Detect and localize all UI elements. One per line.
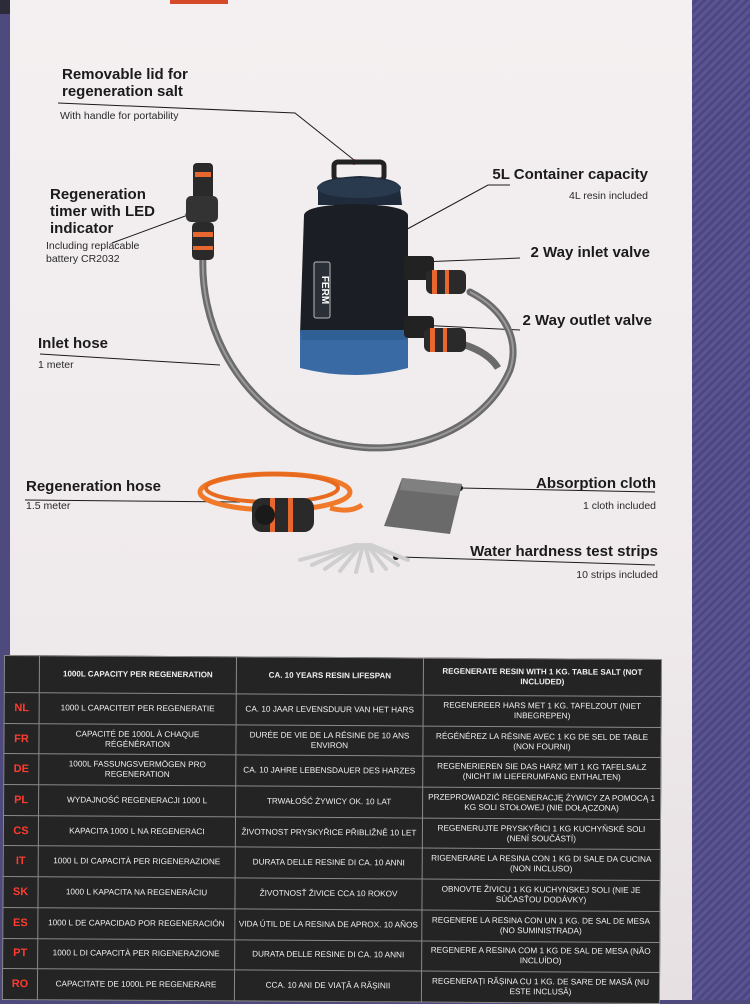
language-feature-table: 1000L CAPACITY PER REGENERATION CA. 10 Y… xyxy=(1,655,662,1004)
lifespan-cell: CA. 10 JAAR LEVENSDUUR VAN HET HARS xyxy=(236,693,424,726)
regenerate-cell: RIGENERARE LA RESINA CON 1 KG DI SALE DA… xyxy=(422,848,661,881)
purple-mat-background xyxy=(690,0,750,1000)
regenerate-cell: REGENEREER HARS MET 1 KG. TAFELZOUT (NIE… xyxy=(423,695,662,728)
capacity-cell: 1000L FASSUNGSVERMÖGEN PRO REGENERATION xyxy=(38,754,236,786)
softener-container xyxy=(300,159,408,375)
table-header-capacity: 1000L CAPACITY PER REGENERATION xyxy=(39,655,237,694)
table-row: IT 1000 L DI CAPACITÀ PER RIGENERAZIONE … xyxy=(3,845,661,881)
table-header-regenerate: REGENERATE RESIN WITH 1 KG. TABLE SALT (… xyxy=(423,658,662,697)
lang-code: CS xyxy=(3,815,39,847)
outlet-valve-label: 2 Way outlet valve xyxy=(522,312,653,329)
regenerate-cell: REGENERIEREN SIE DAS HARZ MIT 1 KG TAFEL… xyxy=(422,756,661,789)
regeneration-hose-label: Regeneration hose xyxy=(26,478,162,495)
container-sublabel: 4L resin included xyxy=(569,190,648,202)
callout-lines xyxy=(24,102,656,566)
lifespan-cell: CCA. 10 ANI DE VIAȚĂ A RĂȘINII xyxy=(234,970,422,1003)
lifespan-cell: ŽIVOTNOSŤ ŽIVICE CCA 10 ROKOV xyxy=(234,878,423,910)
lid-sublabel: With handle for portability xyxy=(60,110,179,122)
lifespan-cell: DURATA DELLE RESINE DI CA. 10 ANNI xyxy=(235,847,423,880)
test-strips-label: Water hardness test strips xyxy=(470,543,658,560)
lang-code: IT xyxy=(3,845,39,877)
capacity-cell: 1000 L CAPACITEIT PER REGENERATIE xyxy=(39,692,237,725)
regenerate-cell: REGENERE LA RESINA CON UN 1 KG. DE SAL D… xyxy=(421,909,660,943)
table-header-lang xyxy=(4,655,40,693)
lang-code: RO xyxy=(2,968,38,1000)
table-row: SK 1000 L KAPACITA NA REGENERÁCIU ŽIVOTN… xyxy=(2,876,661,912)
capacity-cell: 1000 L DI CAPACITÀ PER RIGENERAZIONE xyxy=(38,846,236,879)
capacity-cell: 1000 L DI CAPACITÀ PER RIGENERAZIONE xyxy=(37,938,235,971)
table-row: FR CAPACITÉ DE 1000L À CHAQUE RÉGÉNÉRATI… xyxy=(3,723,662,758)
outlet-hose xyxy=(463,341,502,370)
capacity-cell: 1000 L DE CAPACIDAD POR REGENERACIÓN xyxy=(37,907,235,940)
absorption-cloth-label: Absorption cloth xyxy=(536,475,656,492)
lang-code: SK xyxy=(2,876,39,908)
capacity-cell: KAPACITA 1000 L NA REGENERACI xyxy=(38,815,236,848)
table-row: DE 1000L FASSUNGSVERMÖGEN PRO REGENERATI… xyxy=(3,753,661,789)
test-strips-sublabel: 10 strips included xyxy=(576,569,658,581)
capacity-cell: WYDAJNOŚĆ REGENERACJI 1000 L xyxy=(38,784,236,817)
lifespan-cell: DURATA DELLE RESINE DI CA. 10 ANNI xyxy=(234,939,422,972)
inlet-hose-label: Inlet hose xyxy=(38,335,109,352)
capacity-cell: CAPACITATE DE 1000L PE REGENERARE xyxy=(37,968,235,1001)
inlet-hose-highlight xyxy=(201,254,515,449)
lang-code: PT xyxy=(2,937,38,969)
lifespan-cell: VIDA ÚTIL DE LA RESINA DE APROX. 10 AÑOS xyxy=(234,908,422,941)
lifespan-cell: CA. 10 JAHRE LEBENSDAUER DES HARZES xyxy=(235,755,423,788)
capacity-cell: CAPACITÉ DE 1000L À CHAQUE RÉGÉNÉRATION xyxy=(38,723,237,756)
table-header-row: 1000L CAPACITY PER REGENERATION CA. 10 Y… xyxy=(4,655,662,697)
timer-label: Regeneration timer with LED indicator xyxy=(50,186,156,237)
lifespan-cell: TRWAŁOŚĆ ŻYWICY OK. 10 LAT xyxy=(235,785,423,818)
regeneration-hose-sublabel: 1.5 meter xyxy=(26,500,71,512)
lang-code: ES xyxy=(2,907,38,939)
lang-code: NL xyxy=(4,692,40,724)
timer-sublabel: Including replacable battery CR2032 xyxy=(46,240,140,265)
container-label: 5L Container capacity xyxy=(492,166,648,183)
lang-code: FR xyxy=(3,723,40,755)
lifespan-cell: DURÉE DE VIE DE LA RÉSINE DE 10 ANS ENVI… xyxy=(235,724,424,757)
regenerate-cell: RÉGÉNÉREZ LA RÉSINE AVEC 1 KG DE SEL DE … xyxy=(422,725,662,758)
capacity-cell: 1000 L KAPACITA NA REGENERÁCIU xyxy=(37,876,236,909)
lang-code: DE xyxy=(3,753,39,785)
table-row: RO CAPACITATE DE 1000L PE REGENERARE CCA… xyxy=(2,968,660,1004)
table-row: CS KAPACITA 1000 L NA REGENERACI ŽIVOTNO… xyxy=(3,815,661,850)
inlet-hose-sublabel: 1 meter xyxy=(38,359,74,371)
test-strips xyxy=(298,543,410,574)
table-header-lifespan: CA. 10 YEARS RESIN LIFESPAN xyxy=(236,656,424,696)
table-row: NL 1000 L CAPACITEIT PER REGENERATIE CA.… xyxy=(4,692,662,728)
table-row: ES 1000 L DE CAPACIDAD POR REGENERACIÓN … xyxy=(2,907,660,943)
regeneration-hose xyxy=(197,471,364,532)
product-brand-logo: FERM xyxy=(319,276,330,304)
outlet-valve xyxy=(404,316,466,352)
regenerate-cell: PRZEPROWADZIĆ REGENERACJĘ ŻYWICY ZA POMO… xyxy=(422,787,661,820)
regenerate-cell: OBNOVTE ŽIVICU 1 KG KUCHYNSKEJ SOLI (NIE… xyxy=(421,879,661,912)
lifespan-cell: ŽIVOTNOST PRYSKYŘICE PŘIBLIŽNĚ 10 LET xyxy=(235,816,423,849)
hose-connector-timer xyxy=(186,163,218,260)
inlet-valve xyxy=(404,256,466,294)
table-row: PL WYDAJNOŚĆ REGENERACJI 1000 L TRWAŁOŚĆ… xyxy=(3,784,661,820)
absorption-cloth-sublabel: 1 cloth included xyxy=(583,500,656,512)
regenerate-cell: REGENERAȚI RĂȘINA CU 1 KG. DE SARE DE MA… xyxy=(421,971,660,1004)
regenerate-cell: REGENERE A RESINA COM 1 KG DE SAL DE MES… xyxy=(421,940,660,973)
lang-code: PL xyxy=(3,784,39,816)
red-tab-accent xyxy=(170,0,228,4)
inlet-valve-label: 2 Way inlet valve xyxy=(530,244,650,261)
lid-label: Removable lid for regeneration salt xyxy=(62,66,188,100)
regenerate-cell: REGENERUJTE PRYSKYŘICI 1 KG KUCHYŇSKÉ SO… xyxy=(422,817,661,850)
table-row: PT 1000 L DI CAPACITÀ PER RIGENERAZIONE … xyxy=(2,937,660,973)
